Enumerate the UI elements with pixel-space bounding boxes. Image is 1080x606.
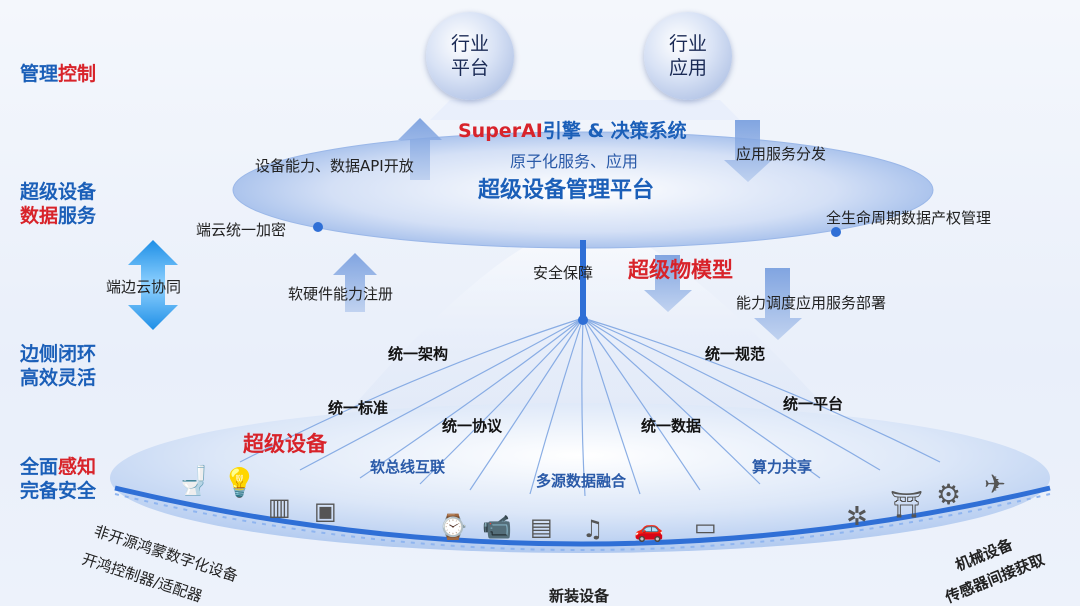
left-label-perception-b: 感知 [58, 456, 97, 478]
desk-lamp-icon: 💡 [222, 466, 257, 499]
superai-brand: SuperAI [458, 120, 543, 142]
camera-icon: 📹 [482, 513, 512, 541]
soft-bus-label: 软总线互联 [370, 458, 446, 476]
left-label-edge-line2: 高效灵活 [20, 367, 97, 389]
super-model-label: 超级物模型 [628, 258, 733, 282]
unify-platform: 统一平台 [783, 395, 844, 413]
left-label-super-device-line2a: 数据 [20, 205, 59, 227]
whiteboard-icon: ▭ [694, 513, 717, 541]
superai-engine: 引擎 & 决策系统 [542, 120, 687, 142]
edge-cloud-label: 端边云协同 [106, 278, 182, 296]
unify-protocol: 统一协议 [442, 417, 503, 435]
wheel-icon: ⚙ [936, 478, 962, 511]
unify-spec: 统一规范 [705, 345, 766, 363]
gate-icon: ⛩ [890, 490, 924, 520]
hw-sw-reg-label: 软硬件能力注册 [288, 285, 394, 303]
left-label-super-device-line2b: 服务 [58, 205, 97, 227]
superai-title: SuperAI引擎 & 决策系统 [458, 116, 687, 143]
left-label-management-b: 控制 [58, 63, 97, 85]
router-icon: ▤ [530, 513, 553, 541]
left-label-super-device: 超级设备 数据服务 [20, 180, 96, 228]
platform-title: 超级设备管理平台 [478, 178, 655, 203]
unify-arch: 统一架构 [388, 345, 449, 363]
industry-app-label: 行业 应用 [668, 33, 707, 79]
left-label-management: 管理控制 [20, 62, 96, 86]
atomic-services: 原子化服务、应用 [510, 152, 639, 171]
data-fusion-label: 多源数据融合 [536, 472, 627, 490]
left-label-super-device-line1: 超级设备 [20, 181, 97, 203]
super-device-disk-label: 超级设备 [243, 432, 327, 456]
security-label: 安全保障 [533, 264, 594, 282]
unify-standard: 统一标准 [328, 399, 389, 417]
panel-icon: ▣ [314, 497, 337, 525]
left-label-edge: 边侧闭环 高效灵活 [20, 342, 96, 390]
industry-platform-circle[interactable]: 行业 平台 [426, 12, 514, 100]
left-label-edge-line1: 边侧闭环 [20, 343, 97, 365]
encrypt-label: 端云统一加密 [196, 221, 287, 239]
compute-share-label: 算力共享 [752, 458, 813, 476]
left-label-perception-a: 全面 [20, 456, 59, 478]
industry-platform-label: 行业 平台 [450, 33, 489, 79]
lifecycle-label: 全生命周期数据产权管理 [826, 209, 992, 227]
car-icon: 🚗 [634, 515, 664, 543]
left-label-perception: 全面感知 完备安全 [20, 455, 96, 503]
unify-data: 统一数据 [641, 417, 702, 435]
drone-icon: ✈ [984, 470, 1006, 500]
watch-icon: ⌚ [438, 513, 468, 541]
toilet-icon: 🚽 [176, 464, 211, 497]
app-dist-label: 应用服务分发 [736, 145, 827, 163]
left-label-management-a: 管理 [20, 63, 59, 85]
fan-icon: ✲ [846, 502, 868, 532]
industry-app-circle[interactable]: 行业 应用 [644, 12, 732, 100]
earbuds-icon: ♫ [582, 515, 604, 543]
device-api-label: 设备能力、数据API开放 [255, 157, 414, 175]
left-label-perception-line2: 完备安全 [20, 480, 97, 502]
deploy-label: 能力调度应用服务部署 [736, 294, 887, 312]
radiator-icon: ▥ [268, 493, 291, 521]
new-devices-label: 新装设备 [549, 587, 610, 605]
